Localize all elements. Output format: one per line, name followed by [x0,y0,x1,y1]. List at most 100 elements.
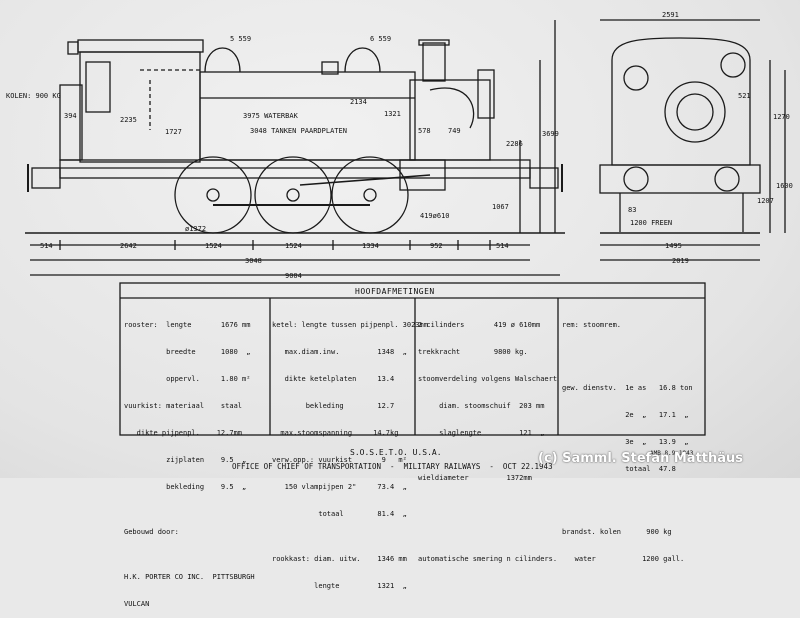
dim-f1600: 1600 [776,182,793,190]
dim-f1270: 1270 [773,113,790,121]
dim-b1524b: 1524 [285,242,302,250]
smokebox-door [664,81,726,143]
table-cell: gew. dienstv. 1e as 16.8 ton [562,384,693,392]
table-cell: diam. stoomschuif 203 mm [418,402,545,410]
table-cell: 3e „ 13.9 „ [562,438,689,446]
dim-f521: 521 [738,92,751,100]
dim-b514a: 514 [40,242,53,250]
table-cell: stoomverdeling volgens Walschaert [418,375,558,383]
table-cell: automatische smering n cilinders. [418,555,558,563]
table-cell: slaglengte 121 „ [418,429,545,437]
front-buffer [529,167,559,189]
table-cell: 150 vlampijpen 2" 73.4 „ [272,483,407,491]
front-view-body [611,37,751,166]
dim-1321: 1321 [384,110,401,118]
table-cell: dikte pijpenpl. 12.7mm [124,429,243,437]
dim-f2591: 2591 [662,11,679,19]
front-lamp-left [623,65,649,91]
table-cell: ketel: lengte tussen pijpenpl. 3023mm [272,321,428,329]
front-beam [599,164,761,194]
dim-1727: 1727 [165,128,182,136]
cylinder [399,159,446,191]
table-cell: 2 cilinders 419 ø 610mm [418,321,541,329]
table-cell: max.diam.inw. 1348 „ [272,348,407,356]
steam-dome [321,61,339,75]
rear-buffer [31,167,61,189]
footer-office: OFFICE OF CHIEF OF TRANSPORTATION - MILI… [232,462,553,471]
dim-749: 749 [448,127,461,135]
coal-bunker [59,84,83,161]
table-cell: zijplaten 9.5 „ [124,456,247,464]
table-cell: H.K. PORTER CO INC. PITTSBURGH [124,573,255,581]
copyright-watermark: (c) Samml. Stefan Matthäus [538,451,744,466]
dim-sand-right: 6 559 [370,35,392,43]
dim-2134: 2134 [350,98,367,106]
footer-org: S.O.S.E.T.O. U.S.A. [350,448,442,457]
dim-394: 394 [64,112,77,120]
table-cell: bekleding 9.5 „ [124,483,247,491]
front-lamp-right [720,52,746,78]
dim-b1524a: 1524 [205,242,222,250]
dim-sand-left: 5 559 [230,35,252,43]
table-cell: verw.opp.: vuurkist 9 m² [272,456,407,464]
dim-b514b: 514 [496,242,509,250]
table-col-rooster: rooster: lengte 1676 mm breedte 1080 „ o… [124,303,255,618]
dim-578: 578 [418,127,431,135]
dim-f2019: 2019 [672,257,689,265]
table-cell: totaal 47.8 [562,465,676,473]
main-frame [59,159,531,179]
table-cell: totaal 81.4 „ [272,510,407,518]
dim-f1207: 1207 [757,197,774,205]
table-col-cilinders: 2 cilinders 419 ø 610mm trekkracht 9800 … [418,303,557,573]
dim-b1334: 1334 [362,242,379,250]
table-cell: lengte 1321 „ [272,582,407,590]
dim-3048: 3048 TANKEN PAARDPLATEN [250,127,347,135]
dim-b952: 952 [430,242,443,250]
side-tank [199,71,416,161]
sand-dome-left [204,47,241,73]
front-buffer-right [714,166,740,192]
table-title: HOOFDAFMETINGEN [355,287,435,296]
table-cell: rookkast: diam. uitw. 1346 mm [272,555,407,563]
dim-b3048: 3048 [245,257,262,265]
locomotive-drawing [25,19,786,436]
cab-body [79,51,201,163]
chimney [422,42,446,82]
dim-3699: 3699 [542,130,559,138]
cab-window [85,61,111,113]
cab-roof [77,39,204,53]
sand-dome-right [344,47,381,73]
dim-1067: 1067 [492,203,509,211]
dim-2235: 2235 [120,116,137,124]
dim-f1200: 1200 FREEN [630,219,673,227]
dim-cylinder: 419ø610 [420,212,450,220]
dim-3975: 3975 WATERBAK [243,112,298,120]
table-cell: rem: stoomrem. [562,321,622,329]
dim-b2642: 2642 [120,242,137,250]
dim-f83: 83 [628,206,637,214]
dim-b9004: 9004 [285,272,302,280]
table-cell: 2e „ 17.1 „ [562,411,689,419]
dim-2286: 2286 [506,140,523,148]
table-cell: VULCAN [124,600,150,608]
table-cell: trekkracht 9800 kg. [418,348,528,356]
dim-f1495: 1495 [665,242,682,250]
footer-initials: AMB 8.9.1943 [650,450,694,457]
label-kolen: KOLEN: 900 KG [6,92,61,100]
table-cell: max.stoomspanning 14.7kg [272,429,399,437]
dim-wheel-diameter: ø1372 [185,225,207,233]
table-cell: Gebouwd door: [124,528,179,536]
table-cell: rooster: lengte 1676 mm [124,321,251,329]
table-cell: vuurkist: materiaal staal [124,402,243,410]
table-cell: water 1200 gall. [562,555,685,563]
front-buffer-left [623,166,649,192]
table-cell: oppervl. 1.80 m² [124,375,251,383]
table-cell: bekleding 12.7 [272,402,395,410]
table-cell: dikte ketelplaten 13.4 [272,375,395,383]
table-cell: brandst. kolen 900 kg [562,528,672,536]
cab-roof-edge [67,41,79,55]
table-cell: wieldiameter 1372mm [418,474,532,482]
table-col-rem: rem: stoomrem. gew. dienstv. 1e as 16.8 … [562,303,693,573]
table-cell: breedte 1080 „ [124,348,251,356]
